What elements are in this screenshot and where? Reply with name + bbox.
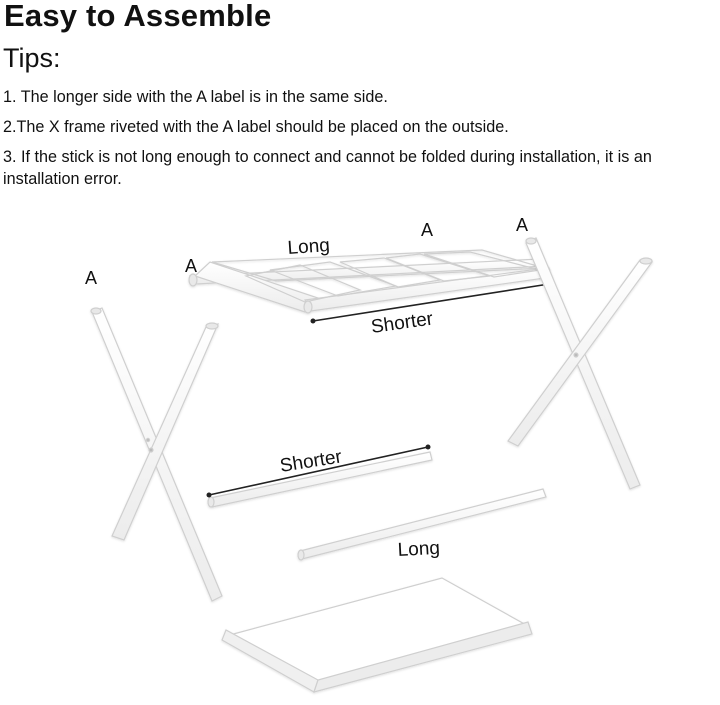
left-x-frame <box>90 307 223 602</box>
top-shorter-label: Shorter <box>370 308 435 338</box>
top-measure-dot-left <box>310 318 316 324</box>
middle-shorter-measure-line <box>208 446 429 496</box>
top-long-label: Long <box>287 235 331 259</box>
right-x-a-label: A <box>516 215 528 235</box>
bottom-shelf <box>221 577 533 693</box>
middle-measure-dot-right <box>425 444 431 450</box>
middle-shorter-bar <box>207 451 433 508</box>
middle-long-bar <box>297 488 547 561</box>
top-frame <box>188 249 554 314</box>
page-title: Easy to Assemble <box>4 0 272 33</box>
middle-long-label: Long <box>397 538 440 561</box>
top-a-label-right: A <box>421 220 433 240</box>
top-a-label-left: A <box>185 256 197 276</box>
middle-measure-dot-left <box>206 492 212 498</box>
right-x-frame <box>507 237 654 490</box>
tips-heading: Tips: <box>3 43 61 73</box>
top-shorter-measure-line <box>312 283 550 322</box>
tip-2: 2.The X frame riveted with the A label s… <box>3 118 509 136</box>
tip-3: 3. If the stick is not long enough to co… <box>3 148 652 188</box>
tip-1: 1. The longer side with the A label is i… <box>3 88 388 106</box>
left-x-a-label: A <box>85 268 97 288</box>
